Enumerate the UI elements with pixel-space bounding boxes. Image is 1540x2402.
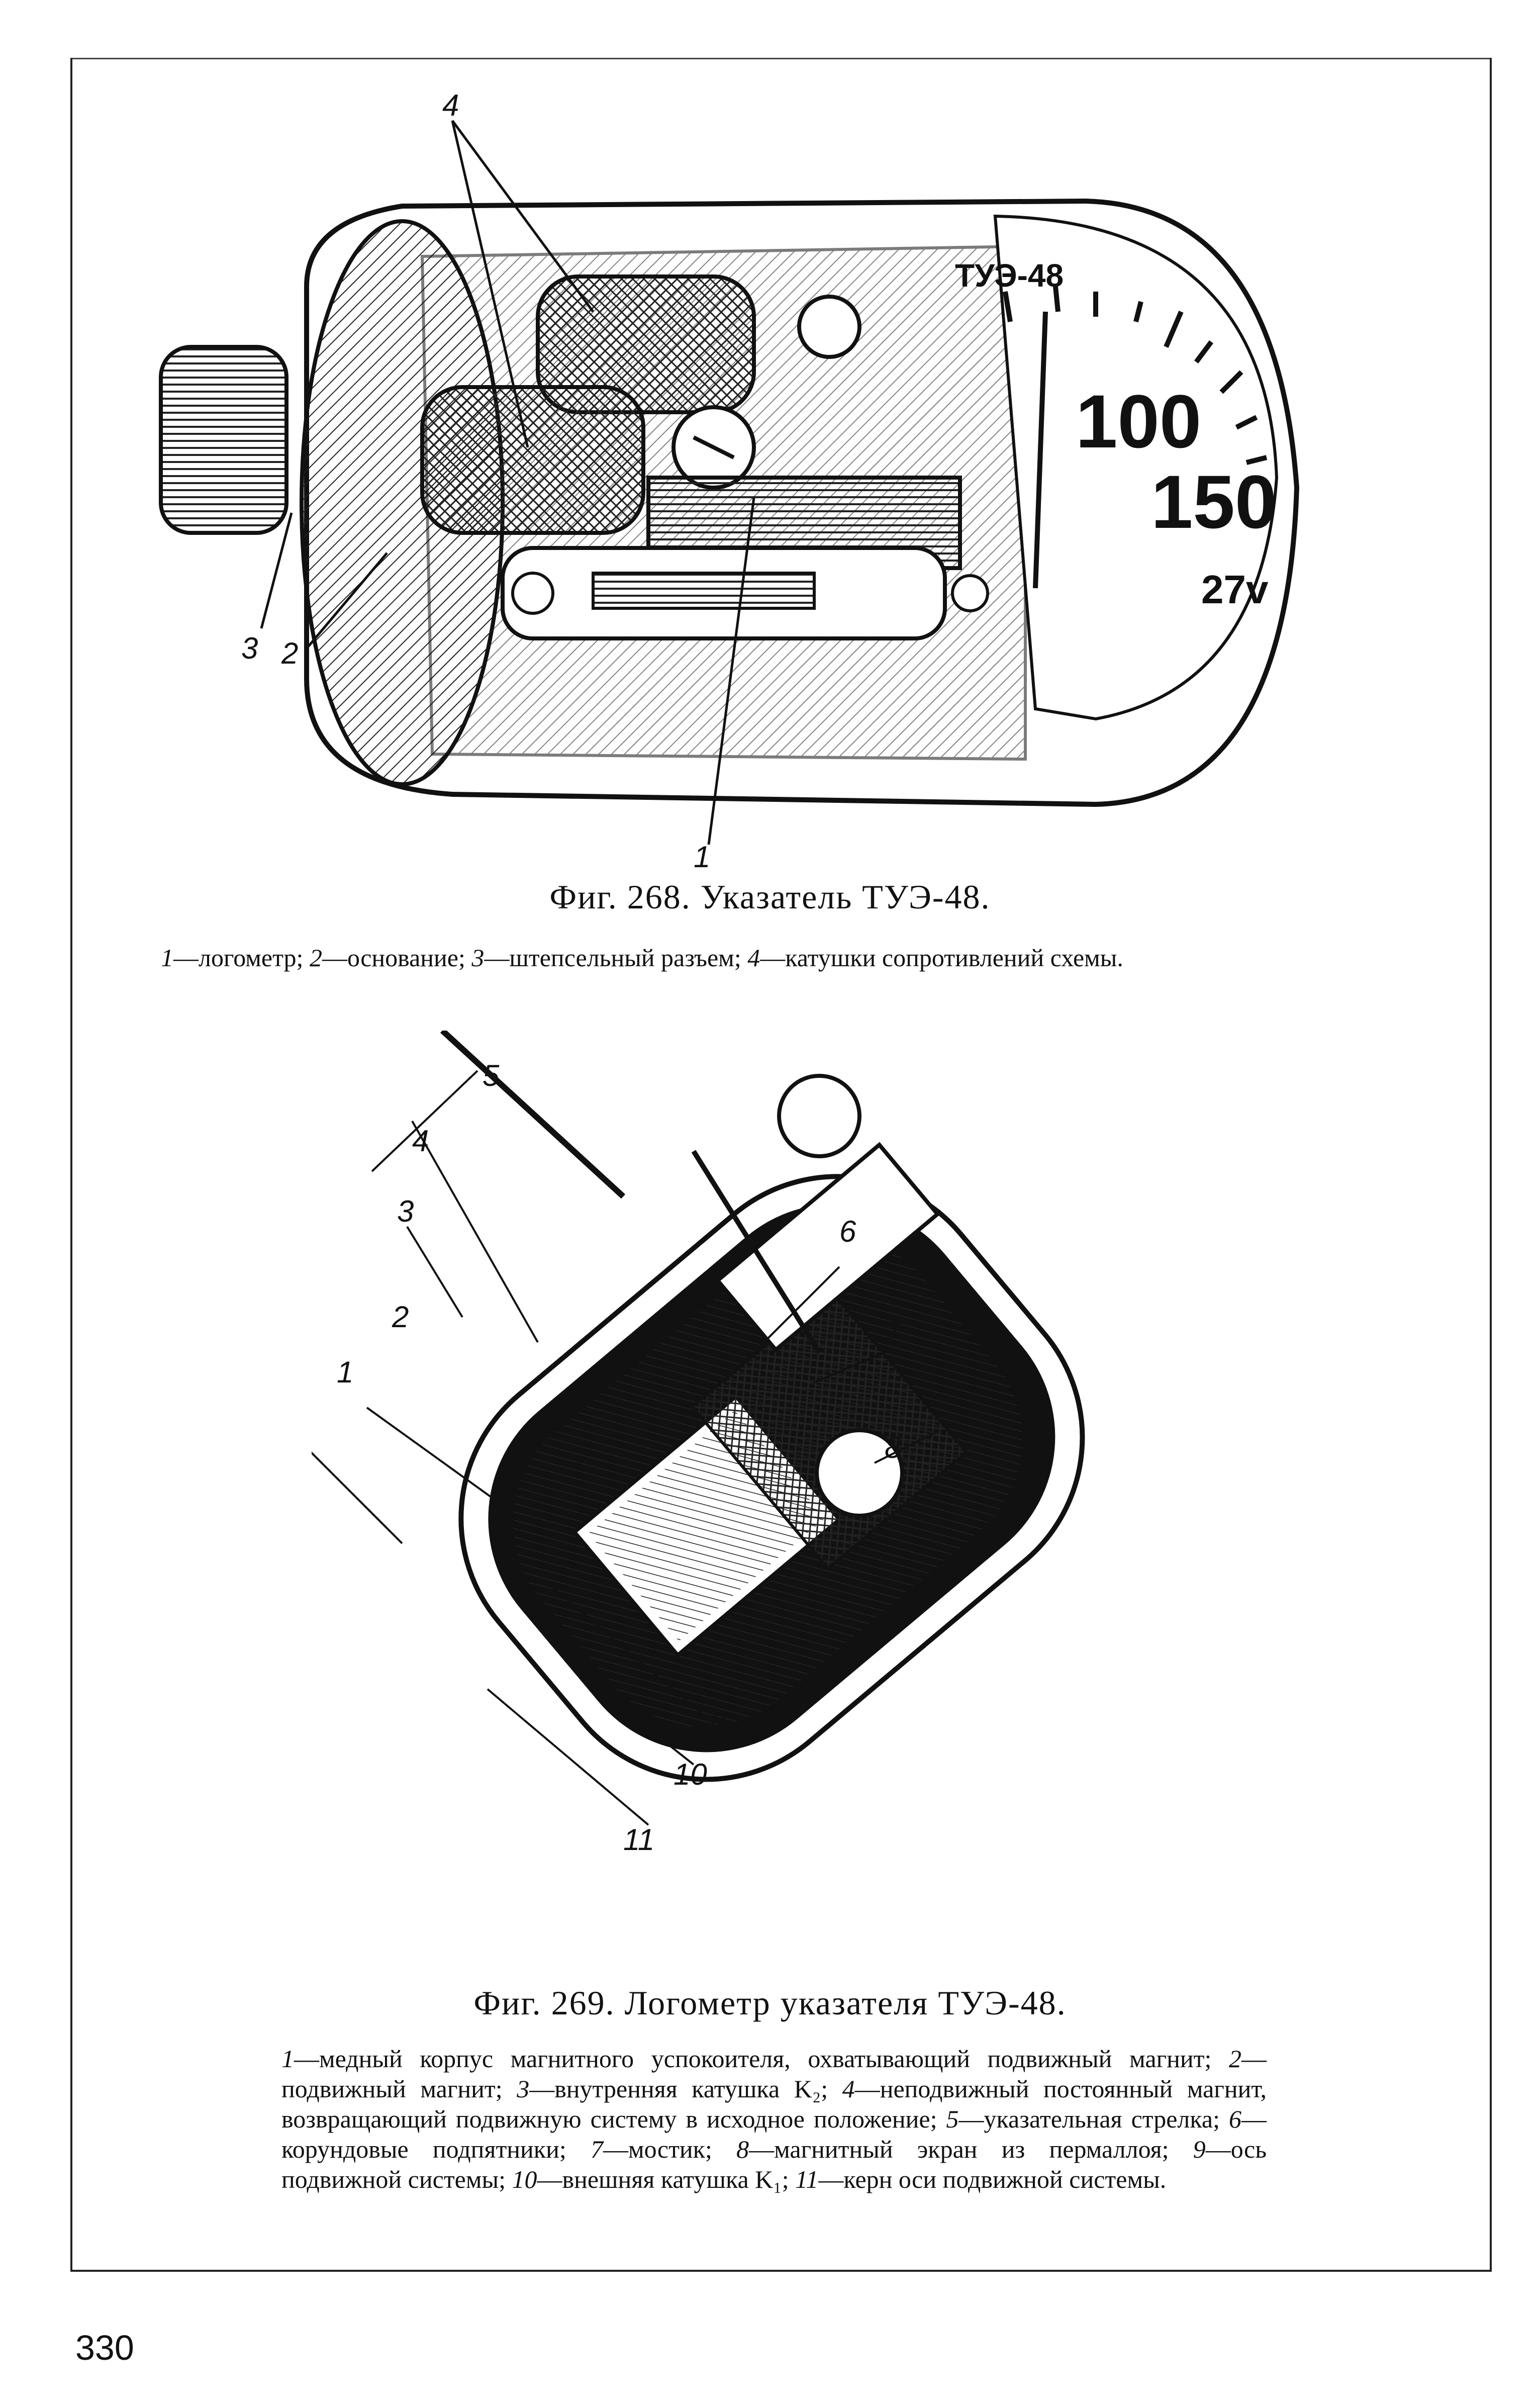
callout-11: 11: [623, 1823, 654, 1857]
legend-num: 8: [736, 2135, 749, 2163]
pointer-needle: [440, 1031, 626, 1199]
legend-num: 11: [795, 2165, 819, 2193]
callout-8: 8: [885, 1431, 902, 1464]
legend-text: —медный корпус магнитного успокоителя, о…: [294, 2045, 1229, 2073]
inner-coil: [690, 1288, 969, 1571]
figure-268-title: Фиг. 268. Указатель ТУЭ-48.: [549, 878, 991, 916]
legend-text: —внешняя катушка K₁;: [537, 2165, 796, 2193]
dial-mark-voltage: 27v: [1201, 567, 1269, 612]
bridge-screw-top: [777, 1074, 861, 1158]
callout-5: 5: [483, 1059, 500, 1092]
legend-num: 3: [517, 2075, 530, 2103]
frame-top-rule: [70, 58, 1492, 59]
callout-10: 10: [673, 1758, 707, 1791]
page-number: 330: [75, 2328, 134, 2367]
legend-text: —подвижный магнит;: [281, 2045, 1267, 2103]
coil-screw-upper: [797, 295, 861, 359]
callout-2: 2: [281, 636, 298, 670]
legend-text: —неподвижный постоянный магнит, возвраща…: [281, 2075, 1267, 2133]
figure-269-illustration: 5 4 3 6 2 1 7 8 9 10 11: [312, 1031, 1267, 1956]
moving-axis: [691, 1150, 822, 1354]
legend-num: 9: [1193, 2135, 1206, 2163]
legend-text: —катушки сопротивлений схемы.: [760, 944, 1123, 972]
legend-text: —ось подвижной системы;: [281, 2135, 1267, 2193]
callout-7: 7: [885, 1315, 903, 1349]
legend-num: 2: [309, 944, 322, 972]
legend-num: 1: [161, 944, 173, 972]
legend-num: 7: [591, 2135, 603, 2163]
callout-4: 4: [442, 88, 459, 122]
page-frame: [70, 58, 1492, 2272]
callout-1: 1: [337, 1355, 353, 1389]
resistor-coil-lower: [420, 385, 645, 535]
dial-mark-100: 100: [1076, 379, 1201, 464]
pointer-needle: [1033, 311, 1048, 589]
callout-4: 4: [412, 1124, 429, 1158]
legend-text: —логометр;: [173, 944, 310, 972]
dial-ticks: [1003, 286, 1268, 465]
figure-269-title: Фиг. 269. Логометр указателя ТУЭ-48.: [473, 1984, 1067, 2022]
legend-num: 1: [281, 2045, 294, 2073]
legend-text: —керн оси подвижной системы.: [818, 2165, 1167, 2193]
legend-num: 6: [1229, 2105, 1241, 2133]
figure-268-illustration: ТУЭ-48 100 150 27v 4 3 2 1: [141, 85, 1407, 870]
bridge-screw-bottom: [815, 1428, 904, 1518]
legend-text: —мостик;: [603, 2135, 737, 2163]
dial-mark-150: 150: [1151, 459, 1277, 544]
legend-num: 5: [946, 2105, 959, 2133]
legend-num: 4: [747, 944, 760, 972]
dial-brand-label: ТУЭ-48: [955, 257, 1064, 294]
legend-text: —корундовые подпятники;: [281, 2105, 1267, 2163]
plug-connector: [159, 345, 288, 535]
legend-text: —внутренняя катушка K₂;: [529, 2075, 842, 2103]
legend-num: 10: [512, 2165, 537, 2193]
dial-face: [993, 214, 1279, 721]
callout-2: 2: [392, 1300, 409, 1334]
legend-text: —основание;: [322, 944, 472, 972]
figure-268-legend: 1—логометр; 2—основание; 3—штепсельный р…: [161, 943, 1387, 973]
legend-num: 3: [471, 944, 485, 972]
callout-3: 3: [397, 1194, 414, 1228]
indicator-tue48-drawing: ТУЭ-48 100 150 27v 4 3 2 1: [159, 88, 1300, 870]
callout-9: 9: [709, 1707, 725, 1741]
figure-269-legend: 1—медный корпус магнитного успокоителя, …: [281, 2044, 1267, 2194]
legend-text: —штепсельный разъем;: [484, 944, 748, 972]
legend-text: —указательная стрелка;: [958, 2105, 1229, 2133]
legend-num: 2: [1229, 2045, 1241, 2073]
legend-text: —магнитный экран из пермаллоя;: [749, 2135, 1193, 2163]
legend-num: 4: [842, 2075, 855, 2103]
callout-3: 3: [241, 631, 258, 665]
callout-1: 1: [694, 840, 710, 870]
logometer-drawing: 5 4 3 6 2 1 7 8 9 10 11: [312, 1031, 1085, 1857]
callout-6: 6: [839, 1215, 856, 1248]
bridge: [715, 1142, 940, 1353]
